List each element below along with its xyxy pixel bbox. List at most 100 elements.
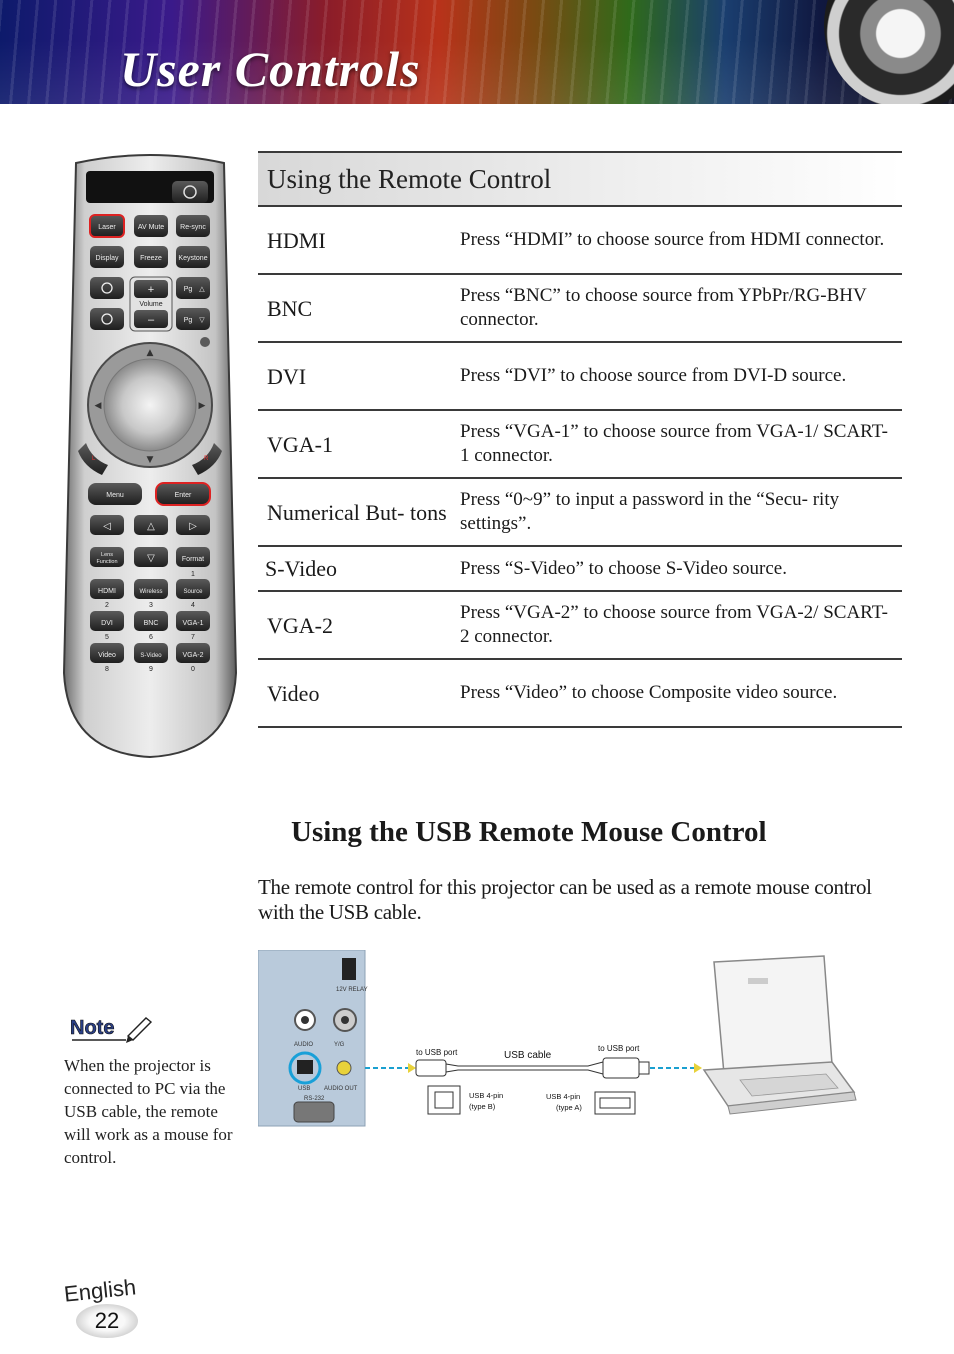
row-key: Video xyxy=(267,680,320,706)
panel-label-audio-out: AUDIO OUT xyxy=(324,1086,358,1092)
remote-btn-hdmi: HDMI xyxy=(98,588,116,595)
svg-text:△: △ xyxy=(199,286,205,293)
label-type-a-1: USB 4-pin xyxy=(546,1092,580,1101)
remote-num-4: 4 xyxy=(191,602,195,609)
remote-btn-av-mute: AV Mute xyxy=(138,224,164,231)
row-desc: Press “VGA-1” to choose source from VGA-… xyxy=(460,421,888,466)
label-to-usb-port-left: to USB port xyxy=(416,1048,458,1057)
svg-text:▽: ▽ xyxy=(199,317,205,324)
label-type-b-1: USB 4-pin xyxy=(469,1091,503,1100)
svg-text:–: – xyxy=(148,314,155,326)
note-text: When the projector is connected to PC vi… xyxy=(64,1056,233,1167)
header-banner: User Controls xyxy=(0,0,954,104)
page-title: User Controls xyxy=(120,41,421,97)
row-key: S-Video xyxy=(265,556,338,581)
svg-text:▽: ▽ xyxy=(147,553,155,564)
remote-btn-lens-1: Lens xyxy=(101,552,113,558)
remote-btn-svideo: S-Video xyxy=(140,653,162,659)
remote-control-table: Using the Remote Control HDMI Press “HDM… xyxy=(258,151,902,728)
svg-text:▲: ▲ xyxy=(147,348,154,358)
remote-btn-l: L xyxy=(92,456,96,462)
label-type-a-2: (type A) xyxy=(556,1103,582,1112)
remote-btn-resync: Re-sync xyxy=(180,224,206,231)
svg-text:▶: ▶ xyxy=(199,401,206,411)
remote-btn-format: Format xyxy=(182,556,204,563)
remote-btn-wireless: Wireless xyxy=(139,589,162,595)
table-header: Using the Remote Control xyxy=(258,151,902,207)
remote-btn-keystone: Keystone xyxy=(178,255,207,262)
remote-control-image: Laser AV Mute Re-sync Display Freeze Key… xyxy=(62,154,238,759)
row-desc: Press “VGA-2” to choose source from VGA-… xyxy=(460,602,888,647)
remote-btn-menu: Menu xyxy=(106,492,124,499)
table-row-hdmi: HDMI Press “HDMI” to choose source from … xyxy=(258,207,902,275)
row-key: VGA-2 xyxy=(267,612,333,638)
row-key: VGA-1 xyxy=(267,431,333,457)
remote-btn-pg-up: Pg xyxy=(184,286,193,293)
remote-label-volume: Volume xyxy=(139,301,162,308)
table-row-video: Video Press “Video” to choose Composite … xyxy=(258,660,902,728)
row-key: Numerical But- tons xyxy=(267,499,447,525)
svg-text:▼: ▼ xyxy=(147,455,154,465)
remote-btn-video: Video xyxy=(98,652,116,659)
panel-label-relay: 12V RELAY xyxy=(336,987,368,993)
label-to-usb-port-right: to USB port xyxy=(598,1044,640,1053)
note-label: Note xyxy=(70,1017,114,1039)
svg-text:▷: ▷ xyxy=(189,521,197,532)
remote-btn-lens-2: Function xyxy=(96,559,117,565)
panel-label-usb: USB xyxy=(298,1086,310,1092)
remote-num-9: 9 xyxy=(149,666,153,673)
row-desc: Press “HDMI” to choose source from HDMI … xyxy=(460,229,885,250)
table-row-svideo: S-Video Press “S-Video” to choose S-Vide… xyxy=(258,547,902,592)
table-row-vga2: VGA-2 Press “VGA-2” to choose source fro… xyxy=(258,592,902,660)
row-desc: Press “S-Video” to choose S-Video source… xyxy=(460,557,787,579)
table-title: Using the Remote Control xyxy=(267,163,552,194)
footer-language: English xyxy=(62,1274,138,1307)
remote-num-5: 5 xyxy=(105,634,109,641)
remote-num-3: 3 xyxy=(149,602,153,609)
banner-texture xyxy=(0,0,954,104)
remote-btn-vga1: VGA-1 xyxy=(182,620,203,627)
remote-num-8: 8 xyxy=(105,666,109,673)
table-row-numerical: Numerical But- tons Press “0~9” to input… xyxy=(258,479,902,547)
remote-btn-pg-down: Pg xyxy=(184,317,193,324)
row-key: DVI xyxy=(267,363,307,389)
remote-num-7: 7 xyxy=(191,634,195,641)
svg-text:+: + xyxy=(148,284,154,296)
remote-btn-bnc: BNC xyxy=(144,620,159,627)
remote-btn-r: R xyxy=(204,456,209,462)
panel-label-yg: Y/G xyxy=(334,1042,345,1048)
label-usb-cable: USB cable xyxy=(504,1050,552,1061)
remote-btn-dvi: DVI xyxy=(101,620,113,627)
banner-glow xyxy=(0,40,954,104)
remote-btn-vga2: VGA-2 xyxy=(182,652,203,659)
row-desc: Press “DVI” to choose source from DVI-D … xyxy=(460,365,847,386)
note-logo: Note xyxy=(70,1017,153,1043)
remote-btn-enter: Enter xyxy=(175,492,192,499)
remote-btn-laser: Laser xyxy=(98,224,116,231)
table-row-bnc: BNC Press “BNC” to choose source from YP… xyxy=(258,275,902,343)
row-key: BNC xyxy=(267,295,313,321)
svg-text:◁: ◁ xyxy=(103,521,111,532)
remote-num-6: 6 xyxy=(149,634,153,641)
label-type-b-2: (type B) xyxy=(469,1102,496,1111)
row-desc: Press “Video” to choose Composite video … xyxy=(460,682,838,703)
page-number: 22 xyxy=(76,1304,138,1338)
remote-num-1: 1 xyxy=(191,571,195,578)
usb-section-title: Using the USB Remote Mouse Control xyxy=(291,816,767,848)
remote-btn-source: Source xyxy=(183,589,203,595)
table-row-dvi: DVI Press “DVI” to choose source from DV… xyxy=(258,343,902,411)
remote-btn-display: Display xyxy=(96,255,119,262)
svg-text:△: △ xyxy=(147,521,155,532)
svg-text:◀: ◀ xyxy=(95,401,102,411)
remote-num-2: 2 xyxy=(105,602,109,609)
row-desc: Press “0~9” to input a password in the “… xyxy=(460,489,840,534)
row-key: HDMI xyxy=(267,227,326,253)
usb-connection-diagram: 12V RELAY AUDIO Y/G USB AUDIO OUT RS-232… xyxy=(258,950,857,1127)
row-desc: Press “BNC” to choose source from YPbPr/… xyxy=(460,285,867,330)
table-row-vga1: VGA-1 Press “VGA-1” to choose source fro… xyxy=(258,411,902,479)
remote-num-0: 0 xyxy=(191,666,195,673)
remote-btn-freeze: Freeze xyxy=(140,255,162,262)
usb-section-text: The remote control for this projector ca… xyxy=(258,875,872,924)
panel-label-audio: AUDIO xyxy=(294,1042,313,1048)
panel-label-rs232: RS-232 xyxy=(304,1096,325,1102)
